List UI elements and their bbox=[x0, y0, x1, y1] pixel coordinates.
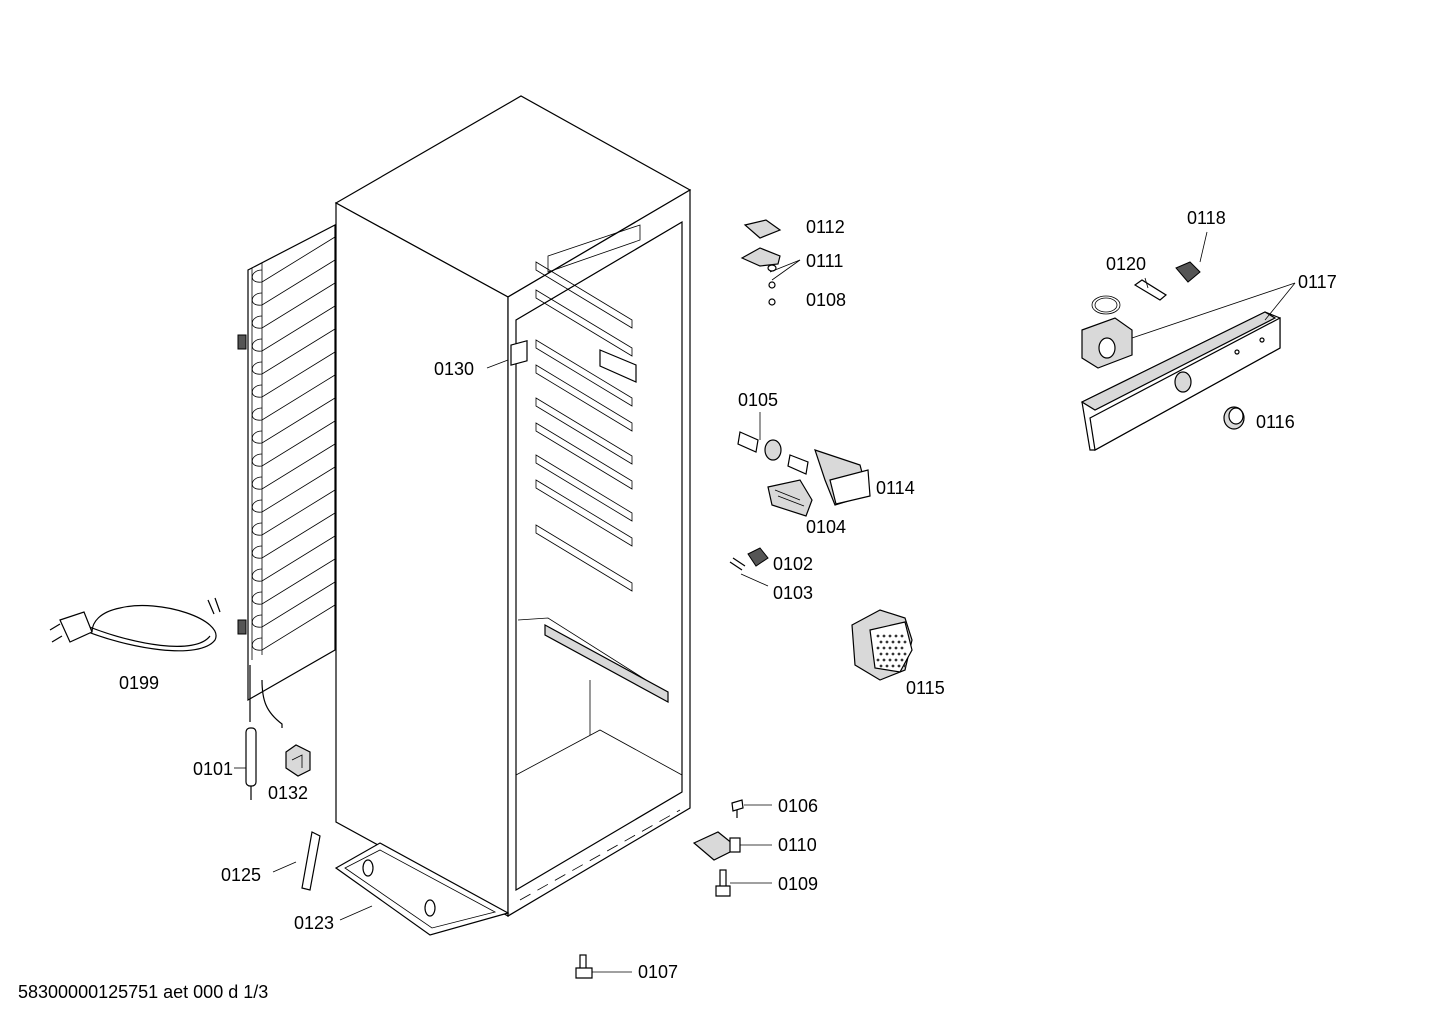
label-0101: 0101 bbox=[193, 759, 233, 779]
label-0111: 0111 bbox=[806, 251, 843, 271]
hose-0125 bbox=[301, 831, 321, 891]
base-tray bbox=[334, 842, 510, 936]
power-cord bbox=[49, 597, 221, 652]
label-0112: 0112 bbox=[806, 217, 845, 237]
control-panel-0117 bbox=[1080, 311, 1281, 451]
label-0118: 0118 bbox=[1187, 208, 1226, 228]
screw-0106 bbox=[731, 799, 744, 818]
label-0108: 0108 bbox=[806, 290, 846, 310]
label-0102: 0102 bbox=[773, 554, 813, 574]
label-0115: 0115 bbox=[906, 678, 945, 698]
cabinet bbox=[334, 95, 692, 918]
label-0199: 0199 bbox=[119, 673, 159, 693]
hinge-0110 bbox=[692, 831, 741, 861]
capillary bbox=[245, 727, 257, 800]
part-0108 bbox=[768, 281, 776, 306]
label-0130: 0130 bbox=[434, 359, 474, 379]
label-0104: 0104 bbox=[806, 517, 846, 537]
label-0120: 0120 bbox=[1106, 254, 1146, 274]
lamp-holder-0120 bbox=[1133, 279, 1168, 301]
clip-0132 bbox=[285, 744, 311, 777]
fan-cover-0115 bbox=[851, 609, 913, 681]
switch-0102 bbox=[729, 547, 769, 571]
label-0103: 0103 bbox=[773, 583, 813, 603]
label-0123: 0123 bbox=[294, 913, 334, 933]
label-0106: 0106 bbox=[778, 796, 818, 816]
label-0125: 0125 bbox=[221, 865, 261, 885]
document-id: 58300000125751 aet 000 d 1/3 bbox=[18, 982, 268, 1002]
label-0110: 0110 bbox=[778, 835, 817, 855]
foot-0109 bbox=[715, 869, 731, 897]
switch-0118 bbox=[1175, 261, 1201, 283]
thermostat-0117 bbox=[1081, 295, 1133, 369]
part-0112 bbox=[743, 219, 782, 239]
label-0117: 0117 bbox=[1298, 272, 1337, 292]
label-0107: 0107 bbox=[638, 962, 678, 982]
label-0132: 0132 bbox=[268, 783, 308, 803]
part-0111 bbox=[740, 247, 781, 272]
foot-0107 bbox=[575, 954, 593, 979]
lamp-assembly bbox=[737, 431, 871, 517]
label-0109: 0109 bbox=[778, 874, 818, 894]
label-0114: 0114 bbox=[876, 478, 915, 498]
label-0116: 0116 bbox=[1256, 412, 1295, 432]
label-0105: 0105 bbox=[738, 390, 778, 410]
leader-lines bbox=[234, 231, 1296, 973]
condenser-coil bbox=[237, 224, 336, 728]
knob-0116 bbox=[1223, 406, 1245, 430]
